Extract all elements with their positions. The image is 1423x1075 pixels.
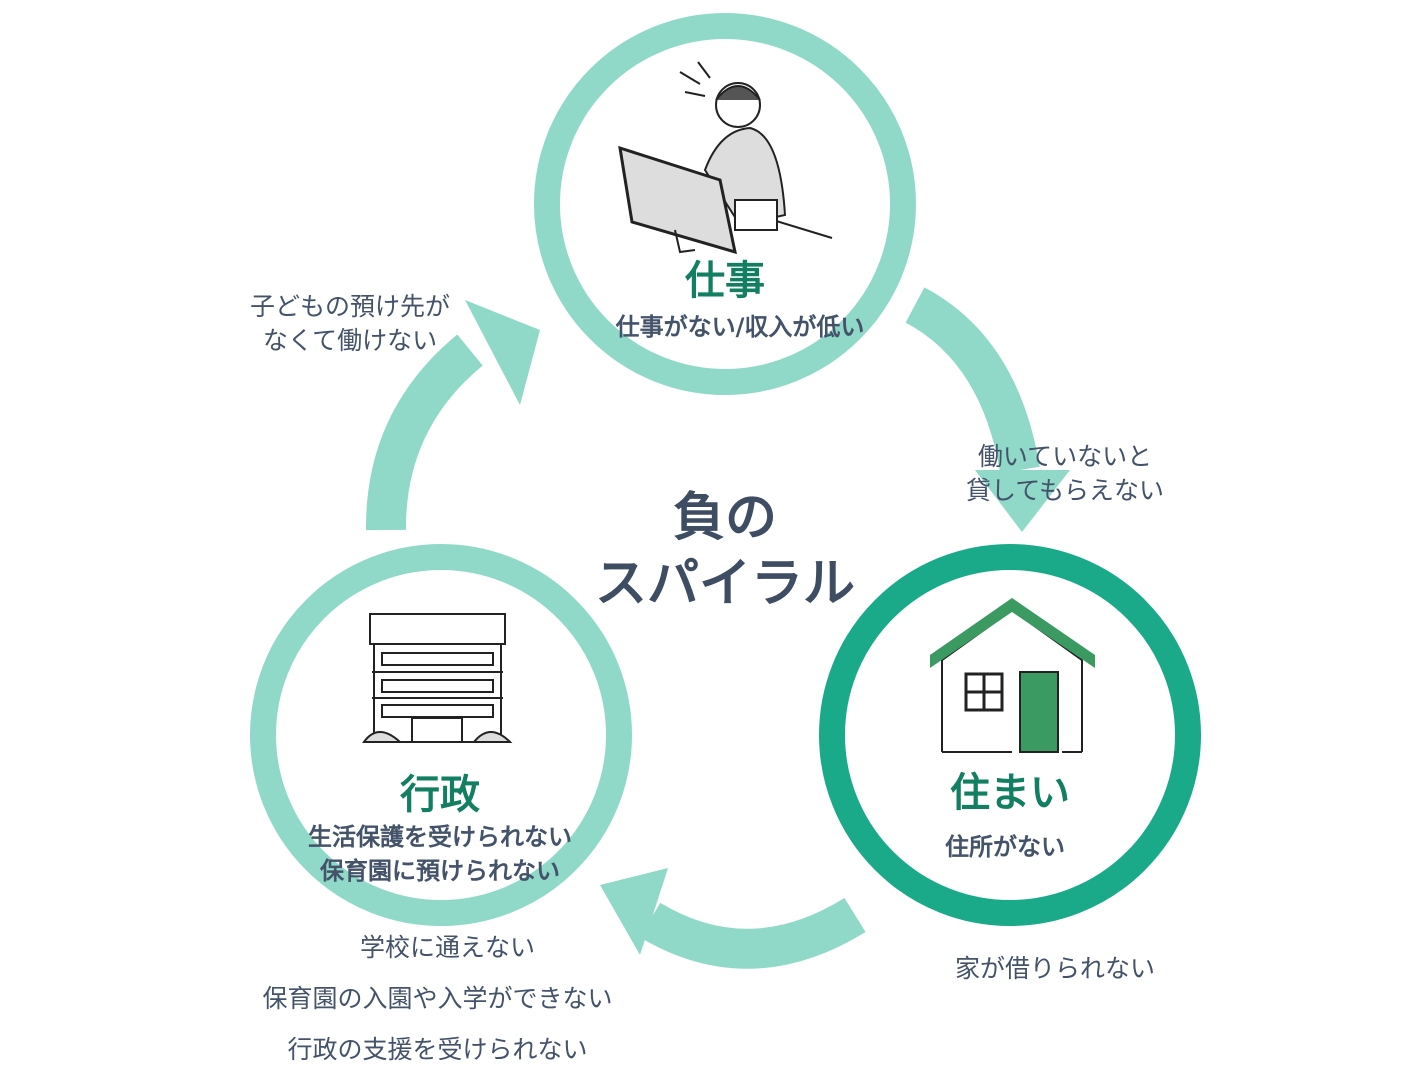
housing-subtitle: 住所がない (945, 833, 1065, 861)
note-government-bottom: 学校に通えない 保育園の入園や入学ができない 行政の支援を受けられない (200, 922, 675, 1075)
arrow-government-to-work (365, 300, 540, 531)
government-subtitle-line: 生活保護を受けられない (308, 823, 572, 851)
housing-title: 住まい (950, 770, 1070, 816)
note-line: 学校に通えない (359, 933, 535, 962)
note-line: 行政の支援を受けられない (287, 1035, 588, 1064)
worker-at-computer-icon (618, 61, 833, 255)
house-icon (930, 598, 1095, 753)
work-circle (534, 13, 916, 395)
government-subtitle-line: 保育園に預けられない (320, 857, 560, 885)
note-work-to-housing: 働いていないと 貸してもらえない (925, 440, 1205, 508)
note-line: 貸してもらえない (965, 476, 1164, 505)
note-government-to-work: 子どもの預け先が なくて働けない (210, 290, 490, 358)
arrow-work-to-housing (905, 287, 1070, 532)
center-title-line: 負の (672, 488, 777, 548)
center-title: 負の スパイラル (560, 485, 890, 617)
note-line: なくて働けない (262, 326, 438, 355)
note-line: 子どもの預け先が (249, 292, 450, 321)
work-title: 仕事 (685, 258, 765, 304)
government-circle (250, 544, 632, 926)
work-subtitle: 仕事がない/収入が低い (615, 313, 865, 341)
government-subtitle: 生活保護を受けられない 保育園に預けられない (240, 820, 640, 888)
building-icon (362, 613, 513, 743)
note-line: 保育園の入園や入学ができない (262, 984, 613, 1013)
note-housing-to-government: 家が借りられない (954, 954, 1155, 983)
note-line: 働いていないと (977, 442, 1153, 471)
housing-circle (819, 544, 1201, 926)
arrow-housing-to-government (600, 868, 866, 969)
center-title-line: スパイラル (594, 554, 855, 614)
government-title: 行政 (400, 772, 480, 818)
